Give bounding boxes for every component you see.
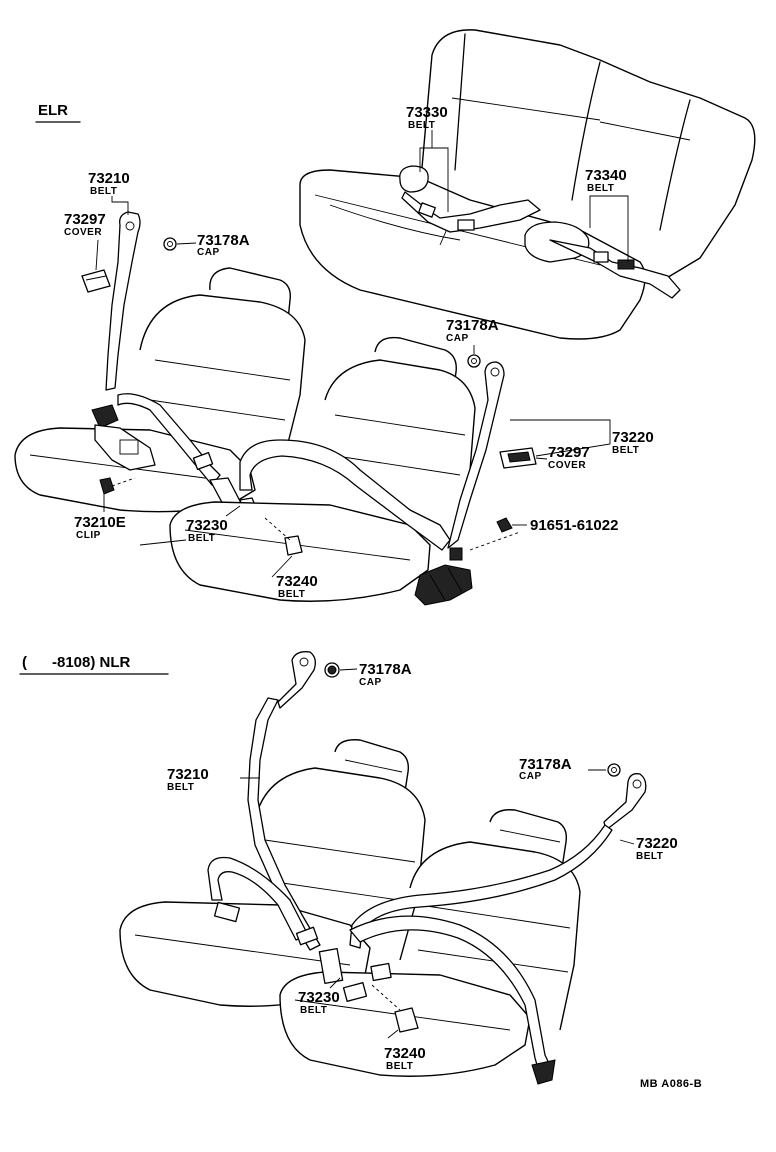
svg-text:91651-61022: 91651-61022 bbox=[530, 517, 618, 534]
callout-73178a-cap-left: 73178A CAP bbox=[197, 232, 250, 258]
section-label-nlr: ( -8108) NLR bbox=[19, 654, 169, 675]
svg-text:BELT: BELT bbox=[278, 589, 305, 600]
buckle-73240-nlr bbox=[371, 984, 419, 1033]
svg-text:73230: 73230 bbox=[298, 989, 340, 1006]
rear-belt-73330 bbox=[399, 165, 541, 233]
cover-73297-right bbox=[499, 447, 537, 469]
svg-text:COVER: COVER bbox=[64, 227, 102, 238]
callout-91651-61022: 91651-61022 bbox=[530, 517, 618, 534]
callout-73240-belt-elr: 73240 BELT bbox=[276, 573, 318, 600]
clip-73210e bbox=[99, 477, 136, 495]
section-label-elr: ELR bbox=[35, 102, 81, 123]
reference-code: MB A086-B bbox=[640, 1078, 702, 1090]
svg-text:BELT: BELT bbox=[612, 445, 639, 456]
svg-text:COVER: COVER bbox=[548, 460, 586, 471]
front-seat-left-elr bbox=[14, 267, 306, 513]
svg-text:MB A086-B: MB A086-B bbox=[640, 1078, 702, 1090]
svg-text:CAP: CAP bbox=[359, 677, 382, 688]
svg-text:73240: 73240 bbox=[384, 1045, 426, 1062]
svg-text:73210E: 73210E bbox=[74, 514, 126, 531]
belt-73220-nlr bbox=[349, 773, 647, 1085]
svg-text:73340: 73340 bbox=[585, 167, 627, 184]
svg-text:73220: 73220 bbox=[636, 835, 678, 852]
callout-73240-belt-nlr: 73240 BELT bbox=[384, 1045, 426, 1072]
svg-text:BELT: BELT bbox=[90, 186, 117, 197]
svg-text:73230: 73230 bbox=[186, 517, 228, 534]
callout-73230-belt-elr: 73230 BELT bbox=[186, 517, 228, 544]
bolt-91651-61022 bbox=[469, 517, 521, 551]
svg-text:73297: 73297 bbox=[548, 444, 590, 461]
callout-73210-belt-nlr: 73210 BELT bbox=[167, 766, 209, 793]
svg-text:BELT: BELT bbox=[408, 120, 435, 131]
svg-text:73330: 73330 bbox=[406, 104, 448, 121]
callout-73340-belt: 73340 BELT bbox=[585, 167, 627, 194]
svg-text:BELT: BELT bbox=[587, 183, 614, 194]
rear-belt-73340 bbox=[524, 221, 681, 299]
callout-73210-belt-elr: 73210 BELT bbox=[88, 170, 130, 197]
callout-73297-cover-left: 73297 COVER bbox=[64, 211, 106, 238]
svg-text:73240: 73240 bbox=[276, 573, 318, 590]
buckle-73240-elr bbox=[264, 517, 303, 556]
callout-73178a-cap-nlr-right: 73178A CAP bbox=[519, 756, 572, 782]
svg-text:73178A: 73178A bbox=[519, 756, 572, 773]
svg-text:BELT: BELT bbox=[636, 851, 663, 862]
callout-73230-belt-nlr: 73230 BELT bbox=[298, 989, 340, 1016]
cover-73297-left bbox=[81, 269, 111, 293]
svg-text:ELR: ELR bbox=[38, 102, 68, 119]
svg-text:73220: 73220 bbox=[612, 429, 654, 446]
svg-text:CAP: CAP bbox=[197, 247, 220, 258]
svg-text:CAP: CAP bbox=[446, 333, 469, 344]
rear-bench-seat bbox=[299, 29, 756, 340]
svg-text:BELT: BELT bbox=[188, 533, 215, 544]
svg-text:BELT: BELT bbox=[386, 1061, 413, 1072]
leader-lines bbox=[95, 130, 635, 1039]
cap-73178a-left bbox=[163, 237, 177, 251]
svg-text:73210: 73210 bbox=[88, 170, 130, 187]
cap-73178a-right bbox=[467, 354, 481, 368]
callout-73330-belt: 73330 BELT bbox=[406, 104, 448, 131]
svg-text:73297: 73297 bbox=[64, 211, 106, 228]
svg-text:73178A: 73178A bbox=[446, 317, 499, 334]
belt-73210-nlr bbox=[207, 651, 321, 951]
cap-73178a-nlr-right bbox=[607, 763, 621, 777]
svg-text:73178A: 73178A bbox=[359, 661, 412, 678]
svg-text:73210: 73210 bbox=[167, 766, 209, 783]
callout-73220-belt-nlr: 73220 BELT bbox=[636, 835, 678, 862]
svg-text:BELT: BELT bbox=[167, 782, 194, 793]
buckle-73230-nlr bbox=[318, 948, 392, 1002]
callout-73220-belt-elr: 73220 BELT bbox=[612, 429, 654, 456]
svg-text:CAP: CAP bbox=[519, 771, 542, 782]
svg-text:BELT: BELT bbox=[300, 1005, 327, 1016]
callout-73210e-clip: 73210E CLIP bbox=[74, 514, 126, 541]
callout-73178a-cap-nlr-left: 73178A CAP bbox=[359, 661, 412, 688]
svg-text:( -8108) NLR: ( -8108) NLR bbox=[22, 654, 131, 671]
callout-73297-cover-right: 73297 COVER bbox=[548, 444, 590, 471]
belt-73220-elr bbox=[239, 361, 505, 606]
svg-text:73178A: 73178A bbox=[197, 232, 250, 249]
cap-73178a-nlr-left bbox=[324, 662, 340, 678]
callout-73178a-cap-right: 73178A CAP bbox=[446, 317, 499, 344]
svg-text:CLIP: CLIP bbox=[76, 530, 101, 541]
